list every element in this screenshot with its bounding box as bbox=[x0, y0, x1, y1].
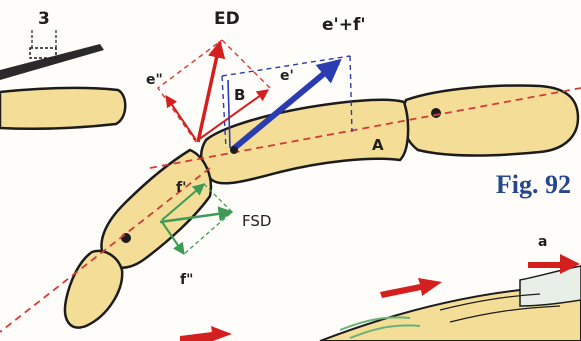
label-e-plus-f: e'+f' bbox=[322, 15, 366, 35]
tendon-structure bbox=[320, 266, 581, 341]
figure-label: Fig. 92 bbox=[496, 170, 571, 200]
label-e-double: e" bbox=[146, 72, 163, 88]
red-motion-arrow-bottom bbox=[180, 326, 232, 341]
distal-joint-dot bbox=[431, 108, 441, 118]
proximal-bone-left bbox=[0, 88, 125, 129]
pivot-dot bbox=[230, 146, 238, 154]
label-FSD: FSD bbox=[242, 212, 271, 230]
red-motion-arrow-left bbox=[380, 278, 442, 298]
metacarpal-head bbox=[65, 251, 122, 328]
e-double-component-arrow bbox=[166, 96, 196, 140]
proximal-joint-dot bbox=[121, 233, 131, 243]
label-f-prime: f' bbox=[176, 180, 186, 196]
label-A: A bbox=[372, 136, 384, 154]
label-3: 3 bbox=[38, 9, 50, 29]
label-a: a bbox=[538, 234, 547, 250]
scale-marker bbox=[0, 30, 104, 80]
label-ED: ED bbox=[214, 9, 240, 29]
label-B: B bbox=[234, 86, 245, 104]
label-f-double: f" bbox=[180, 272, 193, 288]
distal-bone-right bbox=[402, 86, 578, 156]
label-e-prime: e' bbox=[280, 68, 294, 84]
